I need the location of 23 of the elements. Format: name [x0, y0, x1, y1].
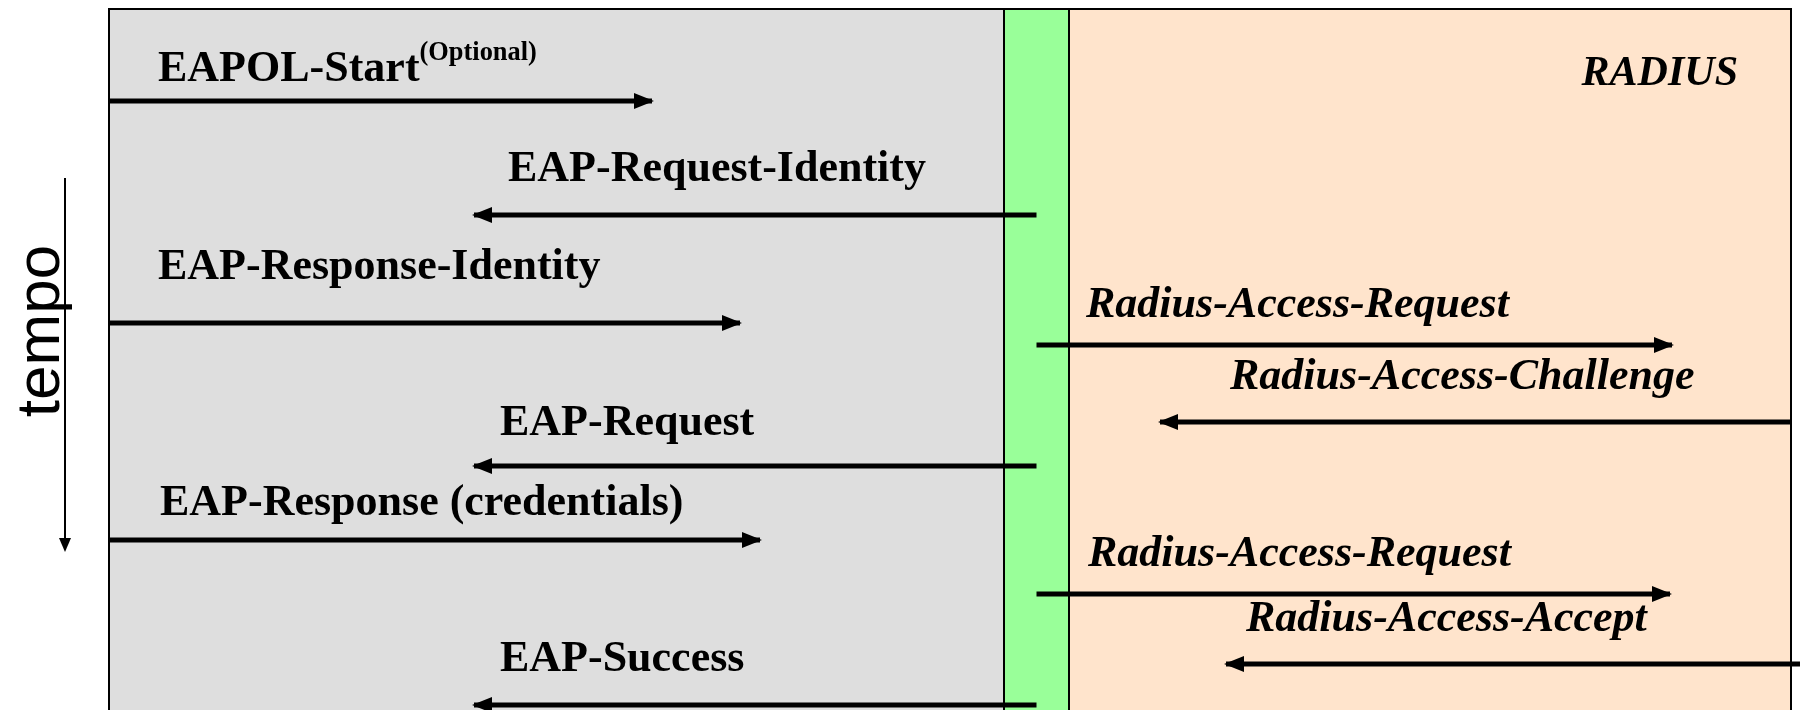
arrow	[110, 315, 742, 331]
arrow	[1224, 656, 1800, 672]
arrow	[110, 93, 654, 109]
arrow	[110, 532, 762, 548]
edge-label: Radius-Access-Request	[1088, 527, 1511, 578]
edge-label: Radius-Access-Request	[1086, 278, 1509, 329]
arrow	[1158, 414, 1790, 430]
edge-label: EAPOL-Start$^{(Optional)}$	[158, 42, 537, 93]
arrow	[472, 207, 1037, 223]
edge-label: EAP-Request	[500, 396, 755, 447]
panel-title: RADIUS	[1581, 48, 1738, 95]
arrow	[1036, 586, 1672, 602]
arrow	[472, 697, 1037, 710]
axis-label: tempo	[7, 244, 70, 418]
arrow	[472, 458, 1037, 474]
edge-label: Radius-Access-Accept	[1246, 592, 1647, 643]
edge-label: EAP-Success	[500, 632, 745, 683]
edge-label: EAP-Response (credentials)	[160, 476, 684, 527]
divider-bar	[1003, 8, 1070, 710]
arrow	[1036, 337, 1674, 353]
edge-label: Radius-Access-Challenge	[1230, 350, 1695, 401]
edge-label: EAP-Request-Identity	[508, 142, 926, 193]
edge-label: EAP-Response-Identity	[158, 240, 601, 291]
